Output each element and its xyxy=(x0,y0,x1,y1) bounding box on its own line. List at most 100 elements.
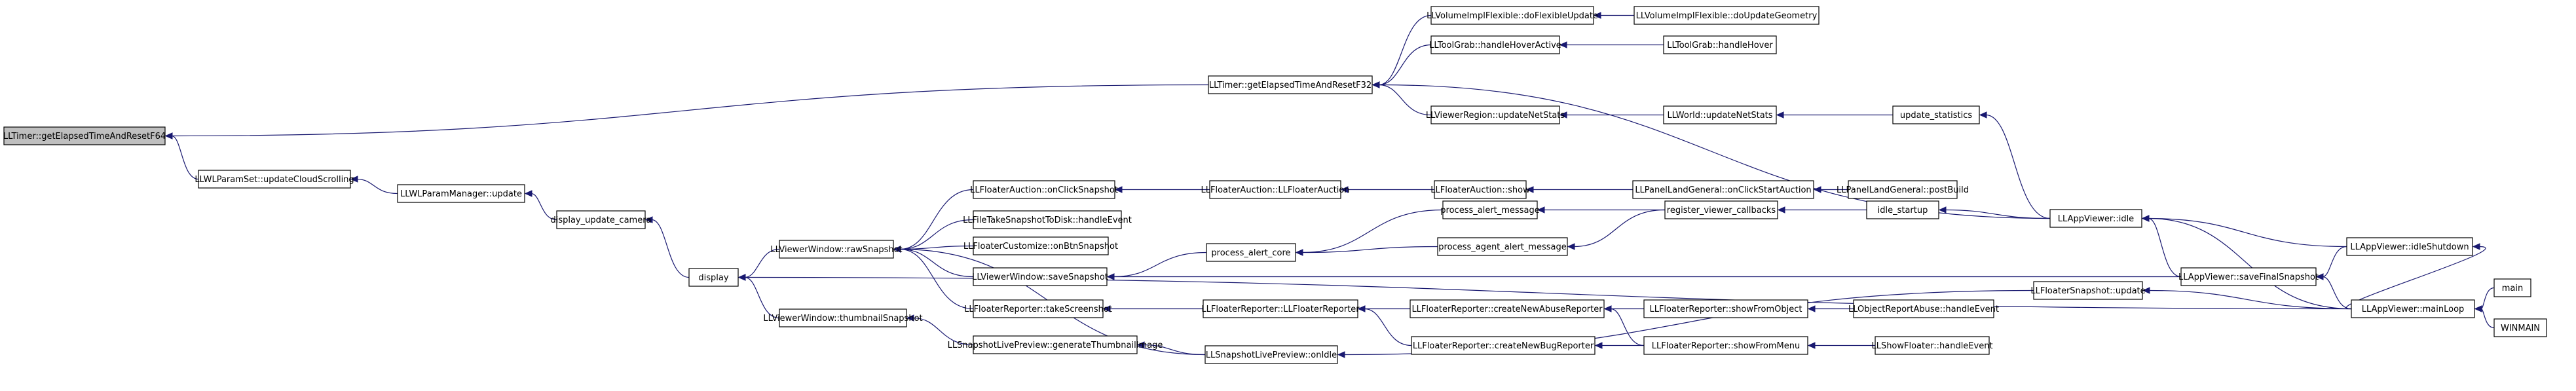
graph-node-n36[interactable]: LLObjectReportAbuse::handleEvent xyxy=(1848,299,1999,318)
graph-node-n21[interactable]: LLSnapshotLivePreview::generateThumbnail… xyxy=(948,335,1163,354)
graph-node-n1[interactable]: LLTimer::getElapsedTimeAndResetF32 xyxy=(1208,75,1373,94)
graph-node-n20[interactable]: LLFloaterReporter::takeScreenshot xyxy=(964,299,1112,318)
graph-node-n0[interactable]: LLTimer::getElapsedTimeAndResetF64 xyxy=(3,126,166,145)
node-box xyxy=(1643,299,1808,318)
edge-n30-n10 xyxy=(1938,206,2051,219)
graph-node-n30[interactable]: idle_startup xyxy=(1866,200,1939,219)
graph-node-n41[interactable]: LLAppViewer::idleShutdown xyxy=(2346,237,2473,256)
graph-node-n22[interactable]: LLFloaterAuction::LLFloaterAuction xyxy=(1201,180,1350,199)
node-label: process_alert_message xyxy=(1440,206,1539,215)
graph-node-n40[interactable]: LLAppViewer::saveFinalSnapshot xyxy=(2178,267,2319,286)
node-box xyxy=(779,308,907,327)
graph-node-n8[interactable]: LLWorld::updateNetStats xyxy=(1663,105,1777,124)
node-label: LLShowFloater::handleEvent xyxy=(1871,341,1992,351)
graph-node-n9[interactable]: update_statistics xyxy=(1892,105,1980,124)
arrowhead xyxy=(1102,305,1111,312)
graph-node-n16[interactable]: LLFloaterAuction::onClickSnapshot xyxy=(970,180,1118,199)
node-box xyxy=(2351,299,2475,318)
node-label: LLViewerWindow::rawSnapshot xyxy=(770,245,902,255)
arrowhead xyxy=(1777,206,1785,214)
node-label: LLFloaterReporter::showFromMenu xyxy=(1652,341,1800,351)
graph-node-n11[interactable]: LLWLParamManager::update xyxy=(397,184,525,203)
graph-node-n10[interactable]: LLAppViewer::idle xyxy=(2049,209,2142,228)
node-label: LLVolumeImplFlexible::doUpdateGeometry xyxy=(1636,11,1818,21)
graph-node-n18[interactable]: LLFloaterCustomize::onBtnSnapshot xyxy=(963,236,1118,255)
node-label: LLAppViewer::mainLoop xyxy=(2362,305,2465,314)
graph-node-n19[interactable]: LLViewerWindow::saveSnapshot xyxy=(972,267,1108,286)
node-box xyxy=(1663,105,1777,124)
arrowhead xyxy=(1295,249,1303,256)
edge-n35-n37 xyxy=(1807,342,1876,349)
edge-n5-n6 xyxy=(1559,41,1664,48)
graph-node-n34[interactable]: LLFloaterReporter::showFromObject xyxy=(1643,299,1808,318)
node-box xyxy=(1848,180,1958,199)
node-label: LLWLParamManager::update xyxy=(400,189,522,199)
arrowhead xyxy=(2315,273,2324,280)
arrowhead xyxy=(1114,186,1123,193)
node-box xyxy=(1853,299,1994,318)
arrowhead xyxy=(350,176,358,183)
graph-node-n35[interactable]: LLFloaterReporter::showFromMenu xyxy=(1643,336,1808,355)
node-label: LLFloaterReporter::showFromObject xyxy=(1649,305,1802,314)
graph-node-n25[interactable]: LLPanelLandGeneral::postBuild xyxy=(1837,180,1969,199)
edge-n42-n44 xyxy=(2474,305,2495,329)
graph-node-n23[interactable]: LLFloaterAuction::show xyxy=(1430,180,1530,199)
node-label: main xyxy=(2502,284,2523,293)
graph-node-n2[interactable]: LLWLParamSet::updateCloudScrolling xyxy=(195,170,354,189)
node-label: LLFloaterAuction::LLFloaterAuction xyxy=(1201,185,1350,195)
arrowhead xyxy=(1979,111,1987,119)
graph-node-n7[interactable]: LLViewerRegion::updateNetStats xyxy=(1426,105,1565,124)
graph-node-n33[interactable]: LLFloaterReporter::createNewBugReporter xyxy=(1411,336,1596,355)
arrowhead xyxy=(1594,342,1603,349)
graph-node-n5[interactable]: LLToolGrab::handleHoverActive xyxy=(1429,35,1561,54)
arrowhead xyxy=(1559,41,1567,48)
graph-node-n26[interactable]: process_alert_core xyxy=(1206,243,1296,262)
graph-node-n4[interactable]: LLVolumeImplFlexible::doUpdateGeometry xyxy=(1633,6,1820,25)
graph-node-n17[interactable]: LLFileTakeSnapshotToDisk::handleEvent xyxy=(963,210,1132,229)
node-box xyxy=(1204,345,1338,364)
graph-node-n14[interactable]: LLViewerWindow::rawSnapshot xyxy=(770,240,903,259)
arrowhead xyxy=(737,274,746,281)
graph-node-n3[interactable]: LLVolumeImplFlexible::doFlexibleUpdate xyxy=(1427,6,1598,25)
graph-node-n38[interactable]: LLSnapshotLivePreview::onIdle xyxy=(1204,345,1338,364)
node-label: LLAppViewer::idleShutdown xyxy=(2350,242,2469,252)
edge-n34-n36 xyxy=(1807,305,1854,312)
graph-node-n31[interactable]: LLFloaterReporter::LLFloaterReporter xyxy=(1201,299,1360,318)
graph-node-n24[interactable]: LLPanelLandGeneral::onClickStartAuction xyxy=(1632,180,1814,199)
graph-node-n6[interactable]: LLToolGrab::handleHover xyxy=(1663,35,1777,54)
node-box xyxy=(1434,180,1527,199)
arrowhead xyxy=(524,190,532,197)
graph-node-n15[interactable]: LLViewerWindow::thumbnailSnapshot xyxy=(763,308,923,327)
graph-node-n28[interactable]: process_agent_alert_message xyxy=(1437,237,1568,256)
graph-node-n13[interactable]: display xyxy=(688,268,739,287)
edge-n0-n1 xyxy=(164,84,1209,140)
graph-node-n32[interactable]: LLFloaterReporter::createNewAbuseReporte… xyxy=(1409,299,1605,318)
arrowhead xyxy=(893,246,901,253)
graph-node-n39[interactable]: LLFloaterSnapshot::update xyxy=(2030,281,2146,300)
arrowhead xyxy=(1357,305,1366,312)
node-label: display xyxy=(698,273,728,283)
node-label: LLFileTakeSnapshotToDisk::handleEvent xyxy=(963,215,1132,225)
edge-n16-n22 xyxy=(1114,186,1210,193)
node-box xyxy=(1643,336,1808,355)
node-label: LLWLParamSet::updateCloudScrolling xyxy=(195,175,354,185)
graph-node-n29[interactable]: register_viewer_callbacks xyxy=(1664,200,1778,219)
graph-node-n27[interactable]: process_alert_message xyxy=(1440,200,1540,219)
graph-node-n44[interactable]: WINMAIN xyxy=(2493,318,2547,337)
edge-n9-n10 xyxy=(1979,111,2051,219)
edge-n10-n41 xyxy=(2141,215,2347,248)
edge-n27-n29 xyxy=(1537,206,1665,214)
graph-node-n37[interactable]: LLShowFloater::handleEvent xyxy=(1871,336,1993,355)
node-box xyxy=(1409,299,1605,318)
edge-n14-n19 xyxy=(893,246,974,278)
graph-node-n43[interactable]: main xyxy=(2493,278,2531,297)
node-label: LLToolGrab::handleHover xyxy=(1667,41,1773,50)
node-box xyxy=(1206,243,1296,262)
arrowhead xyxy=(1525,186,1534,193)
graph-node-n42[interactable]: LLAppViewer::mainLoop xyxy=(2351,299,2475,318)
node-box xyxy=(198,170,351,189)
edge-n39-n42 xyxy=(2142,287,2352,310)
graph-node-n12[interactable]: display_update_camera xyxy=(550,210,652,229)
edge-n24-n25 xyxy=(1813,186,1848,193)
